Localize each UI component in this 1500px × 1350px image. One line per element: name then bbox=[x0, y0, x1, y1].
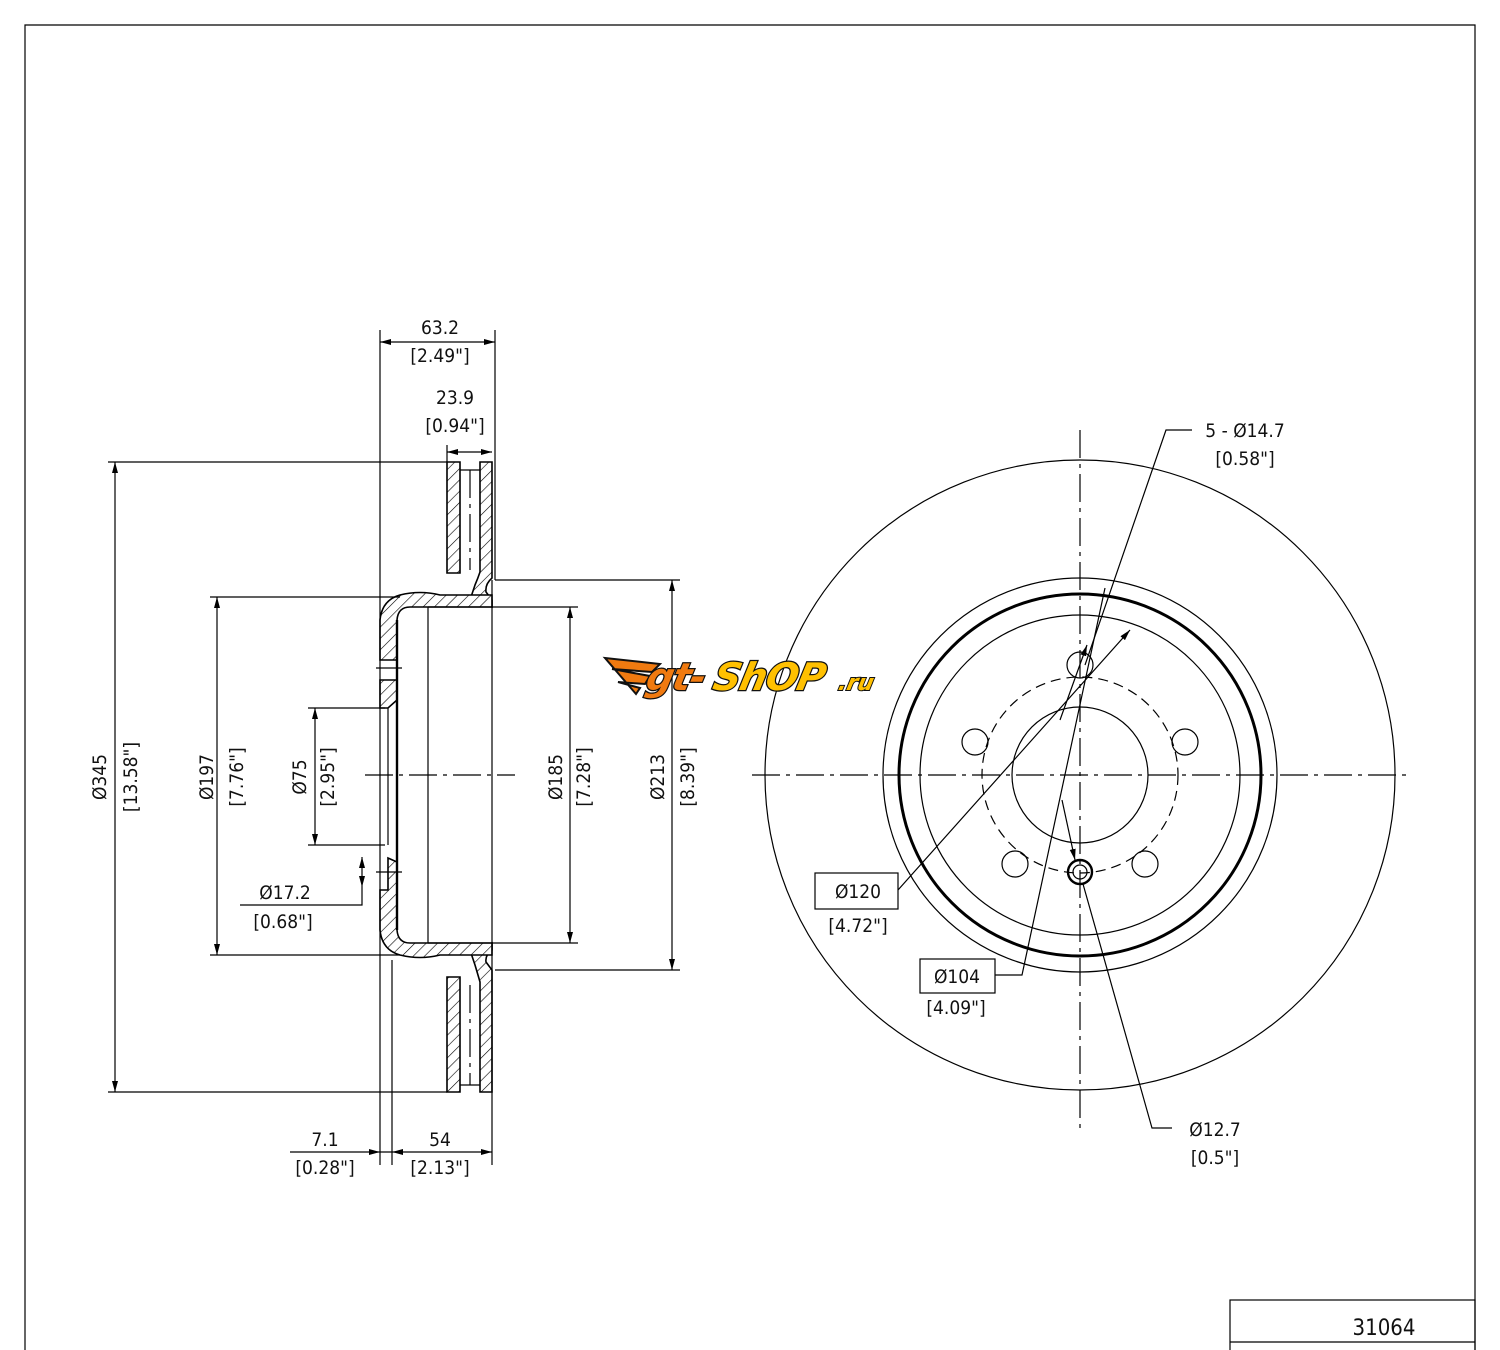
dim-345: Ø345 bbox=[89, 754, 111, 800]
dim-75-in: [2.95"] bbox=[317, 747, 339, 806]
dim-63-2-in: [2.49"] bbox=[410, 345, 469, 367]
dim-213: Ø213 bbox=[647, 754, 669, 800]
dim-197: Ø197 bbox=[196, 754, 218, 800]
dim-75: Ø75 bbox=[289, 759, 311, 794]
dim-bolt-holes-in: [0.58"] bbox=[1215, 448, 1274, 470]
dim-17-2-in: [0.68"] bbox=[253, 911, 312, 933]
gt-shop-logo: gt- ShOP .ru bbox=[602, 654, 878, 701]
dim-12-7-in: [0.5"] bbox=[1191, 1147, 1239, 1169]
dim-54-in: [2.13"] bbox=[410, 1157, 469, 1179]
dim-23-9: 23.9 bbox=[436, 387, 474, 409]
dim-185: Ø185 bbox=[545, 754, 567, 800]
dim-pcd: Ø120 bbox=[835, 881, 881, 903]
dim-197-in: [7.76"] bbox=[226, 747, 248, 806]
part-number: 31064 bbox=[1353, 1316, 1416, 1341]
title-block: 31064 bbox=[1229, 1299, 1476, 1350]
dim-7-1: 7.1 bbox=[311, 1129, 338, 1151]
dim-104: Ø104 bbox=[934, 966, 980, 988]
dim-213-in: [8.39"] bbox=[677, 747, 699, 806]
dim-23-9-in: [0.94"] bbox=[425, 415, 484, 437]
dim-pcd-in: [4.72"] bbox=[828, 915, 887, 937]
dim-345-in: [13.58"] bbox=[120, 742, 142, 812]
svg-text:gt-: gt- bbox=[642, 655, 710, 700]
dim-63-2: 63.2 bbox=[421, 317, 459, 339]
dim-104-in: [4.09"] bbox=[926, 997, 985, 1019]
dim-7-1-in: [0.28"] bbox=[295, 1157, 354, 1179]
drawing-frame bbox=[24, 24, 1476, 1350]
front-view: 5 - Ø14.7 [0.58"] Ø120 [4.72"] Ø104 [4.0… bbox=[752, 420, 1412, 1169]
section-view: 63.2 [2.49"] 23.9 [0.94"] Ø345 [13.58"] … bbox=[89, 317, 699, 1179]
dim-12-7: Ø12.7 bbox=[1189, 1119, 1241, 1141]
svg-text:ShOP: ShOP bbox=[709, 655, 830, 700]
dim-185-in: [7.28"] bbox=[573, 747, 595, 806]
dim-17-2: Ø17.2 bbox=[259, 882, 311, 904]
dim-bolt-holes: 5 - Ø14.7 bbox=[1205, 420, 1284, 442]
dim-54: 54 bbox=[429, 1129, 451, 1151]
svg-text:.ru: .ru bbox=[836, 670, 876, 696]
